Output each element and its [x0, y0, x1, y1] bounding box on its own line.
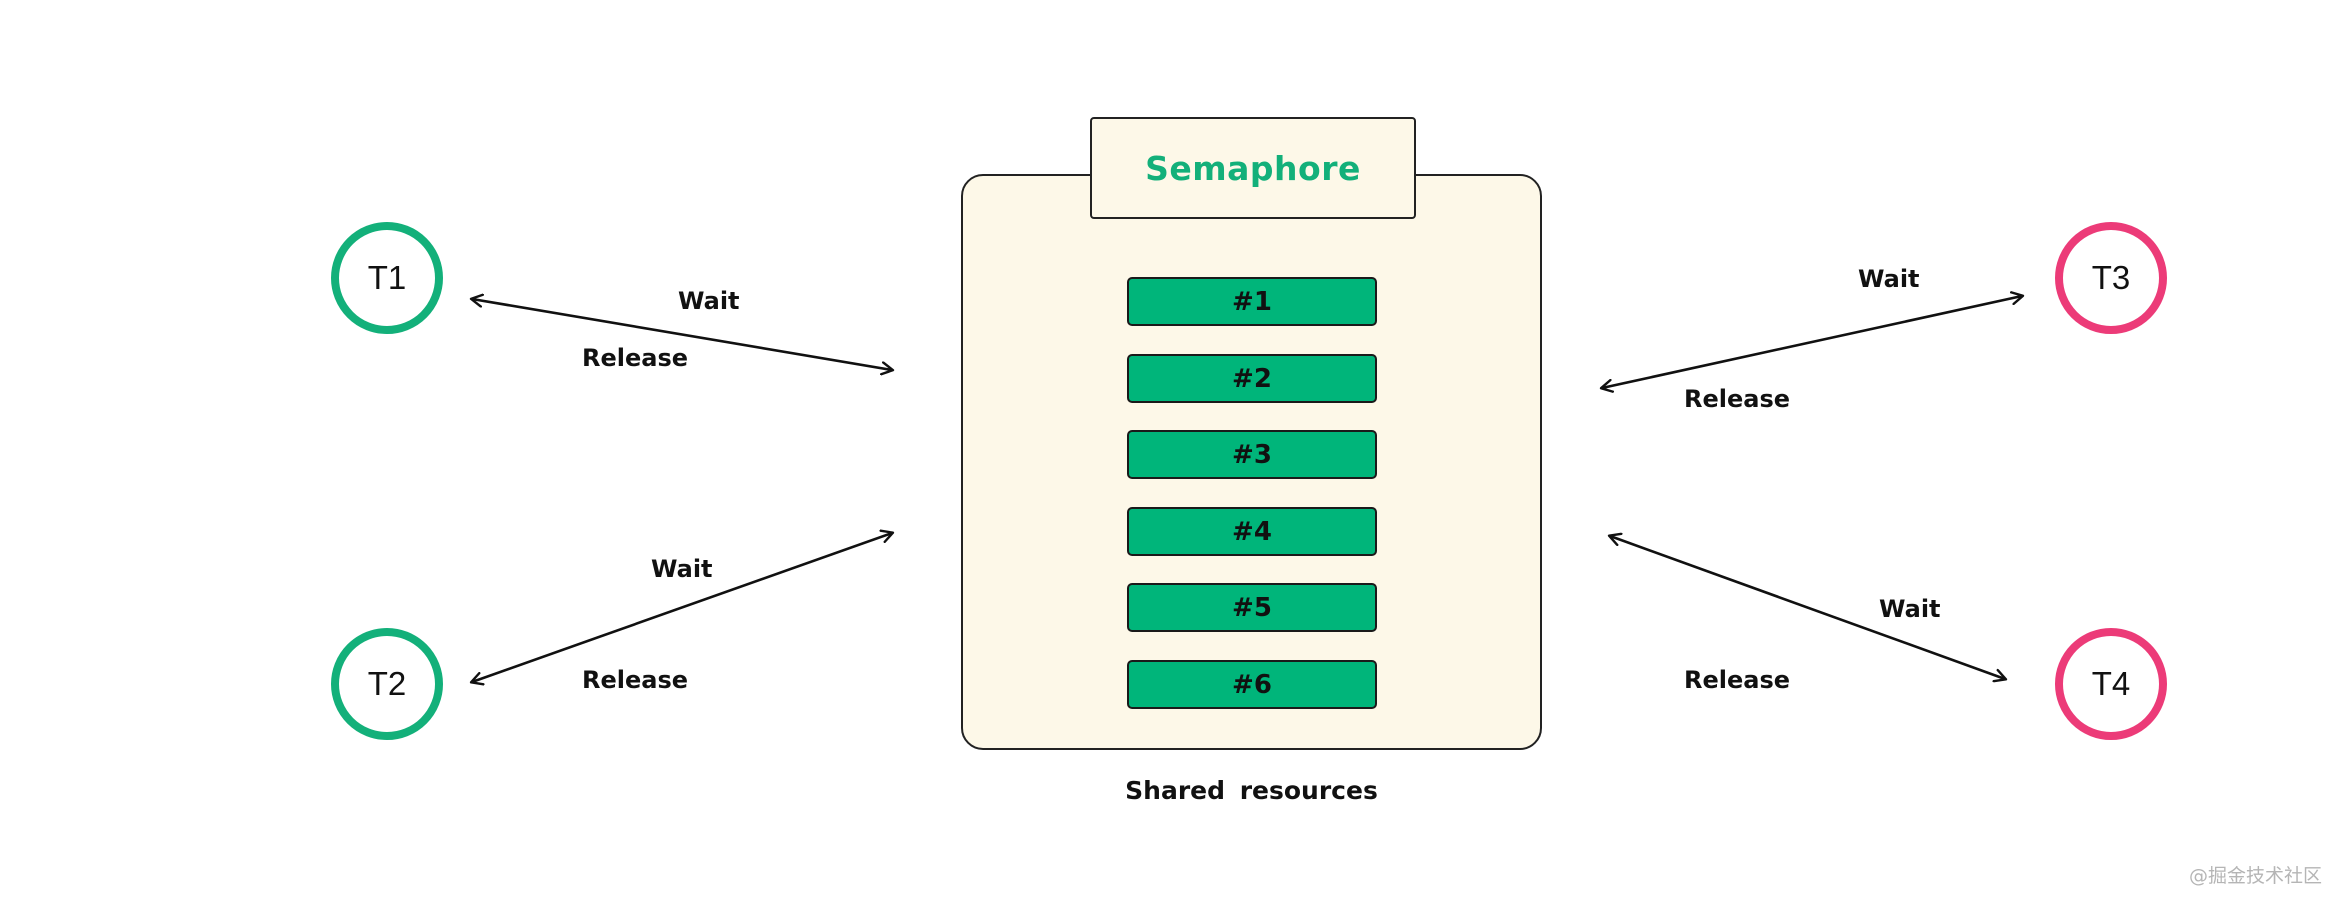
- t3-wait-label: Wait: [1858, 265, 1920, 293]
- t1-release-label: Release: [582, 344, 689, 372]
- t4-wait-label: Wait: [1879, 595, 1941, 623]
- t3-arrow: [1602, 296, 2022, 388]
- t2-wait-label: Wait: [651, 555, 713, 583]
- resource-slot-5: #5: [1127, 583, 1377, 632]
- t3-release-label: Release: [1684, 385, 1791, 413]
- resource-slot-1: #1: [1127, 277, 1377, 326]
- resource-slot-6: #6: [1127, 660, 1377, 709]
- thread-t2: T2: [331, 628, 443, 740]
- t2-release-label: Release: [582, 666, 689, 694]
- resource-slot-2: #2: [1127, 354, 1377, 403]
- t4-release-label: Release: [1684, 666, 1791, 694]
- resource-slot-4: #4: [1127, 507, 1377, 556]
- t1-arrow: [472, 299, 892, 370]
- thread-t3: T3: [2055, 222, 2167, 334]
- t2-arrow: [472, 533, 892, 682]
- thread-t4: T4: [2055, 628, 2167, 740]
- resource-slot-3: #3: [1127, 430, 1377, 479]
- t4-arrow: [1610, 536, 2005, 679]
- thread-t1: T1: [331, 222, 443, 334]
- watermark: @掘金技术社区: [2188, 865, 2322, 887]
- t1-wait-label: Wait: [678, 287, 740, 315]
- semaphore-title: Semaphore: [1090, 117, 1416, 219]
- shared-resources-caption: Shared resources: [1125, 776, 1378, 805]
